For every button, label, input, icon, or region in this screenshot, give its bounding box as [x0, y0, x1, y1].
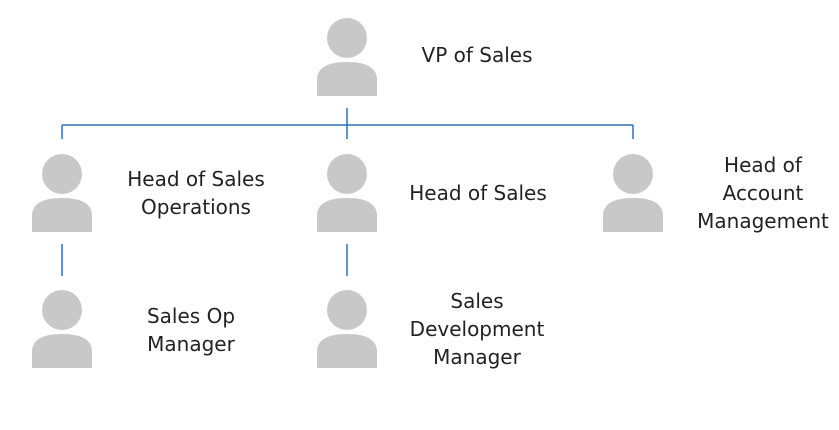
sales-op-manager-title-line-1: Sales Op [146, 304, 236, 328]
vp-avatar [315, 16, 379, 96]
head-sales-title: Head of Sales [409, 181, 547, 205]
head-ops-title-line-1: Head of Sales [127, 167, 265, 191]
sales-op-manager-title-line-2: Manager [147, 332, 235, 356]
head-account-title-line-1: Head of [724, 153, 802, 177]
vp-label: VP of Sales [404, 41, 550, 69]
person-icon [317, 154, 377, 232]
vp-title: VP of Sales [421, 43, 533, 67]
head-account-title-line-2: Account [722, 181, 804, 205]
head-account-label: Head of Account Management [687, 151, 839, 235]
person-icon [32, 290, 92, 368]
person-icon [317, 290, 377, 368]
head-account-avatar [601, 152, 665, 232]
sales-dev-manager-title-line-1: Sales [450, 289, 504, 313]
head-sales-avatar [315, 152, 379, 232]
person-icon [603, 154, 663, 232]
head-ops-title-line-2: Operations [141, 195, 251, 219]
sales-dev-manager-title-line-2: Development [409, 317, 545, 341]
sales-dev-manager-label: Sales Development Manager [402, 287, 552, 371]
head-ops-label: Head of Sales Operations [106, 165, 286, 221]
person-icon [32, 154, 92, 232]
sales-op-manager-avatar [30, 288, 94, 368]
sales-op-manager-label: Sales Op Manager [116, 302, 266, 358]
person-icon [317, 18, 377, 96]
sales-dev-manager-avatar [315, 288, 379, 368]
head-ops-avatar [30, 152, 94, 232]
head-sales-label: Head of Sales [392, 179, 564, 207]
sales-dev-manager-title-line-3: Manager [433, 345, 521, 369]
head-account-title-line-3: Management [697, 209, 829, 233]
